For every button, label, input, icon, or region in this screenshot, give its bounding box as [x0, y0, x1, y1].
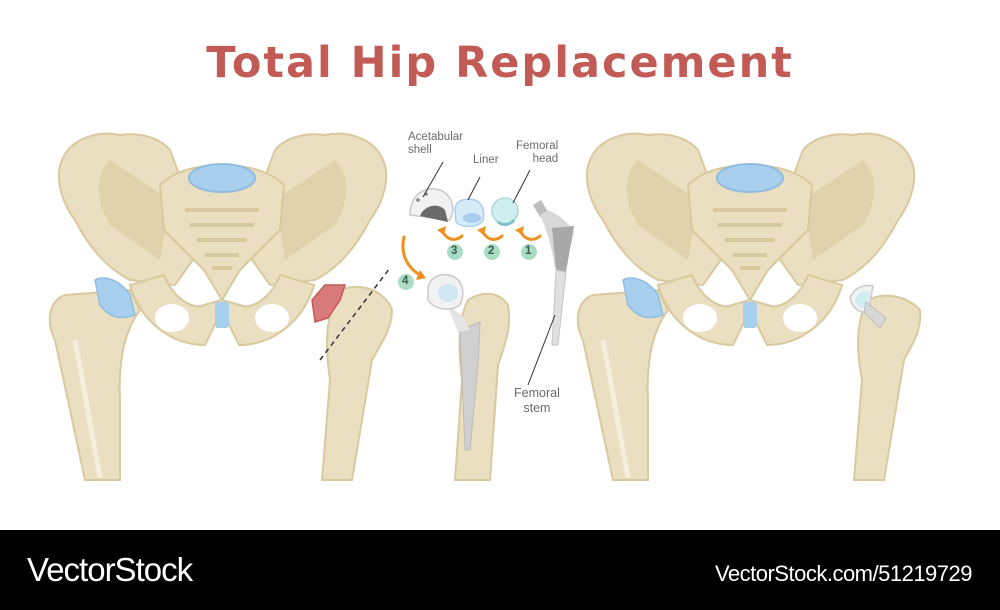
- cut-line: [319, 267, 391, 361]
- assembly-arrows: [401, 228, 542, 277]
- step-2-label: 2: [488, 245, 495, 257]
- brand-logo: VectorStock: [27, 551, 193, 588]
- femoral-head: [491, 197, 519, 226]
- liner: [454, 198, 485, 228]
- step-badges: [398, 244, 537, 290]
- femoral-stem: [533, 200, 574, 346]
- replaced-pelvis: [578, 134, 922, 480]
- step-4-label: 4: [402, 275, 409, 287]
- label-acetabular-shell: Acetabular shell: [408, 131, 463, 156]
- step-1-label: 1: [525, 245, 532, 257]
- arrow-heads: [416, 226, 524, 280]
- assembled-femur: [427, 274, 511, 481]
- label-femoral-head: Femoral head: [516, 140, 559, 165]
- page-title: Total Hip Replacement: [206, 38, 794, 88]
- brand-url: VectorStock.com/51219729: [714, 561, 973, 586]
- damaged-cartilage: [311, 284, 347, 323]
- diseased-pelvis: [50, 134, 394, 480]
- hip-replacement-illustration: [0, 0, 922, 530]
- acetabular-shell: [409, 188, 454, 222]
- watermark-footer: VectorStock VectorStock.com/51219729: [0, 530, 1000, 610]
- label-femoral-stem: Femoral stem: [514, 386, 560, 415]
- implant-components: [398, 161, 574, 481]
- step-3-label: 3: [451, 245, 458, 257]
- label-liner: Liner: [473, 154, 499, 166]
